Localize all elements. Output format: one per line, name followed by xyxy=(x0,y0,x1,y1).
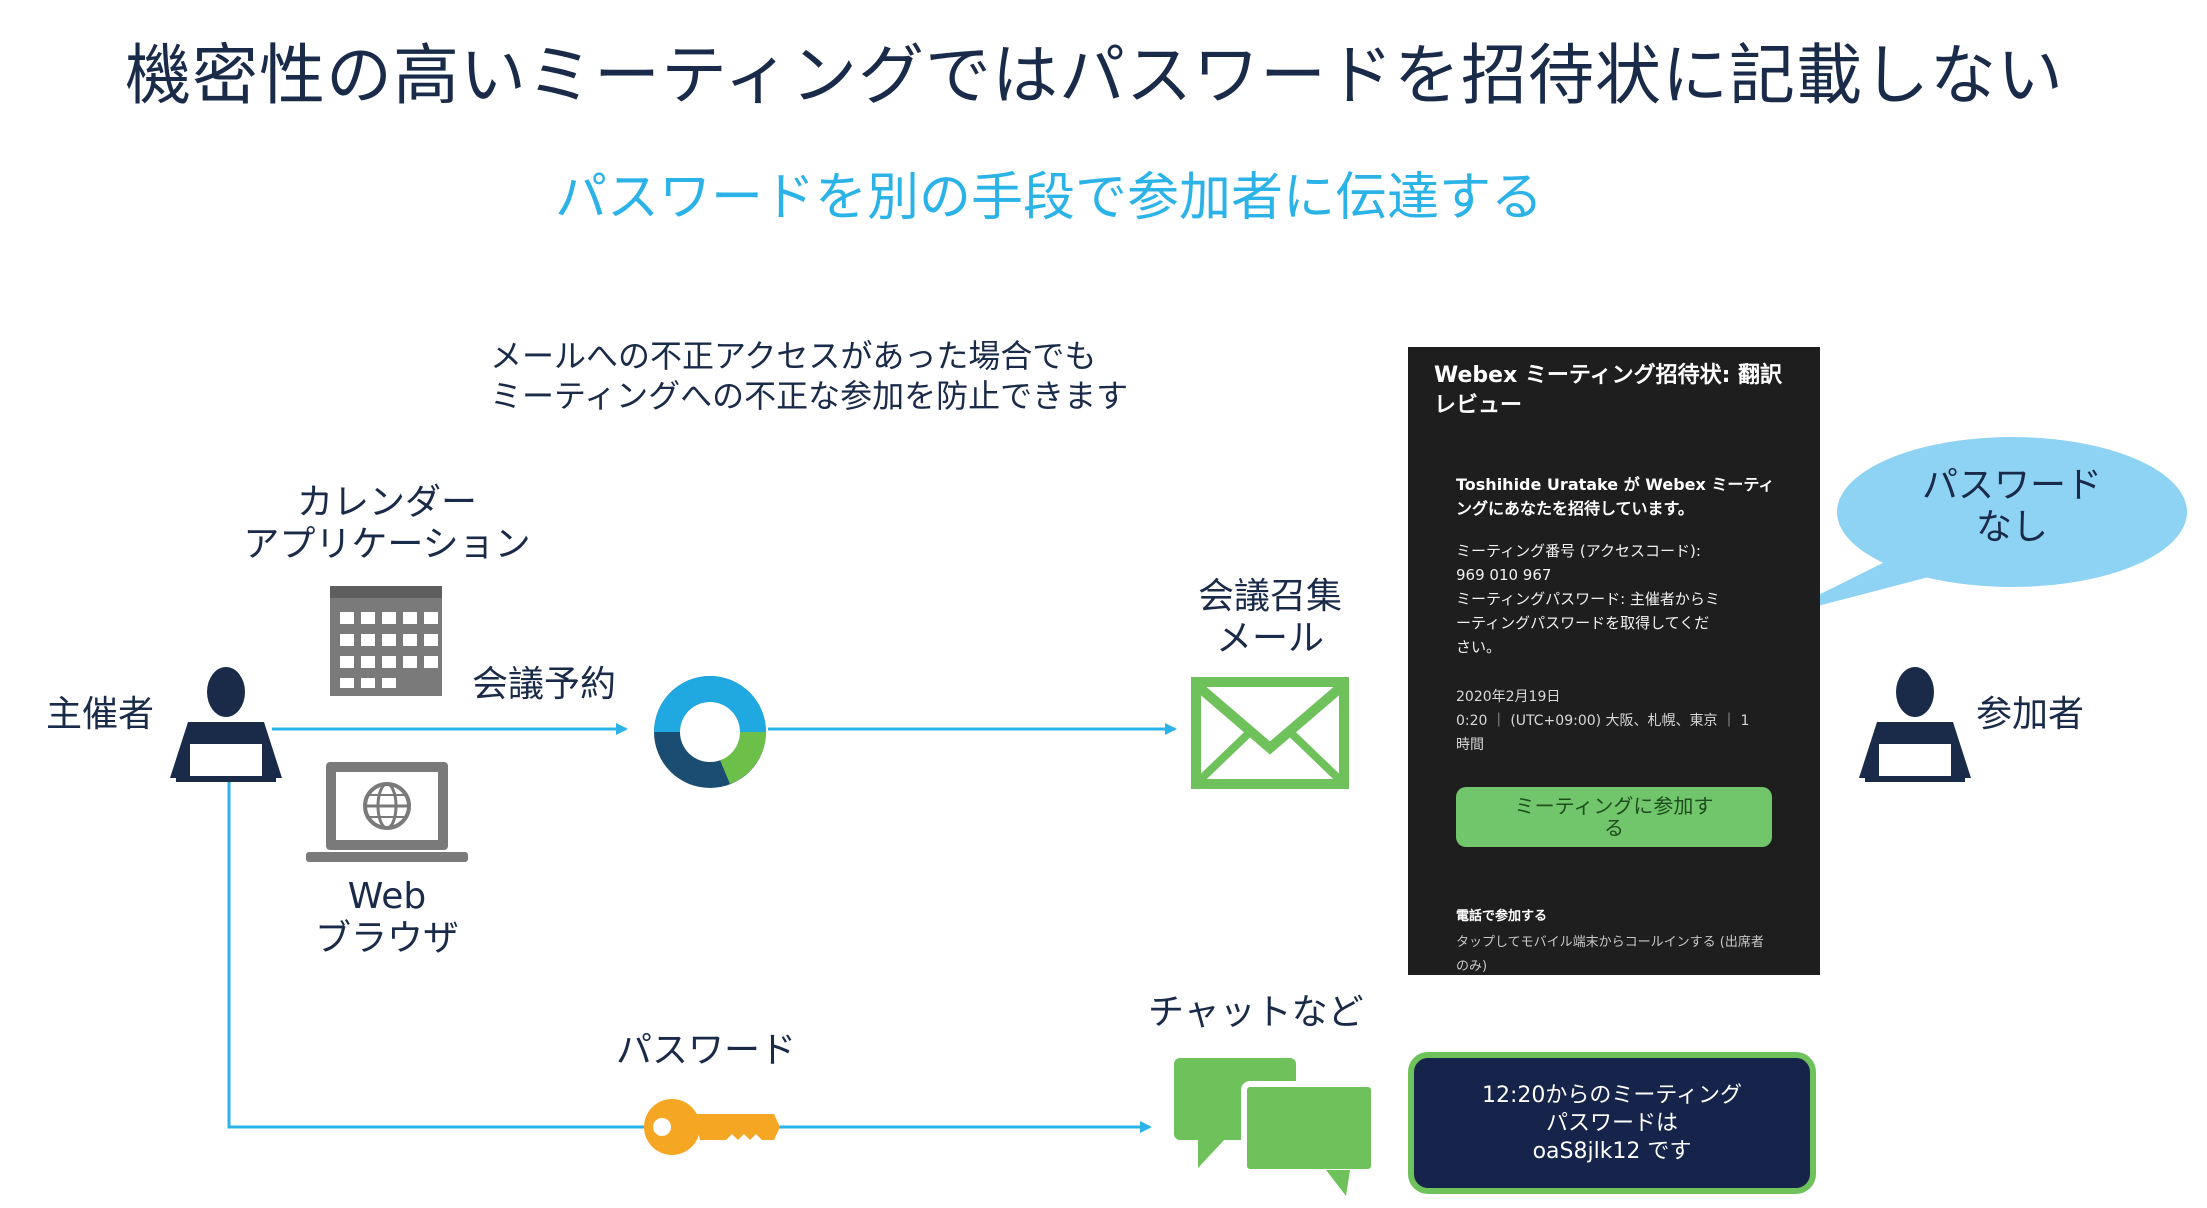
meeting-password-line: ミーティングパスワード: 主催者からミ ーティングパスワードを取得してくだ さい… xyxy=(1456,587,1792,659)
browser-label-line-1: Web xyxy=(347,876,427,917)
meeting-number: 969 010 967 xyxy=(1456,566,1552,584)
invite-mail-label-line-1: 会議召集 xyxy=(1197,576,1342,617)
note-line-2: ミーティングへの不正な参加を防止できます xyxy=(490,377,1129,415)
laptop-browser-icon xyxy=(306,762,468,862)
webex-logo-icon xyxy=(654,676,766,788)
browser-label-line-2: ブラウザ xyxy=(314,918,459,959)
meeting-number-label: ミーティング番号 (アクセスコード): xyxy=(1456,542,1701,560)
browser-label: Web ブラウザ xyxy=(262,876,512,960)
email-title-line-2: レビュー xyxy=(1434,393,1523,418)
chat-bubbles-icon xyxy=(1174,1058,1377,1196)
chat-password-message: 12:20からのミーティング パスワードは oaS8jlk12 です xyxy=(1408,1052,1816,1194)
meeting-password-line-1: ミーティングパスワード: 主催者からミ xyxy=(1456,590,1720,608)
phone-text-line-2: のみ) xyxy=(1456,959,1488,974)
password-none-text: パスワード なし xyxy=(1862,465,2162,549)
meeting-time: 0:20 ｜ (UTC+09:00) 大阪、札幌、東京 ｜ 1 xyxy=(1456,713,1750,729)
email-title: Webex ミーティング招待状: 翻訳 レビュー xyxy=(1434,361,1804,421)
chat-line-2: パスワードは xyxy=(1545,1111,1678,1136)
password-label: パスワード xyxy=(616,1030,797,1071)
meeting-duration: 時間 xyxy=(1456,737,1484,753)
chat-label: チャットなど xyxy=(1148,992,1364,1033)
organizer-label: 主催者 xyxy=(46,694,155,735)
bubble-line-1: パスワード xyxy=(1921,465,2102,506)
meeting-date: 2020年2月19日 xyxy=(1456,689,1561,705)
webex-invite-email: Webex ミーティング招待状: 翻訳 レビュー Toshihide Urata… xyxy=(1408,347,1820,975)
calendar-label: カレンダー アプリケーション xyxy=(232,482,542,566)
participant-label: 参加者 xyxy=(1976,694,2085,735)
meeting-password-line-2: ーティングパスワードを取得してくだ xyxy=(1456,614,1710,632)
bubble-line-2: なし xyxy=(1975,507,2048,548)
invite-mail-label-line-2: メール xyxy=(1215,618,1324,659)
join-meeting-button[interactable]: ミーティングに参加す る xyxy=(1456,787,1772,847)
phone-join-title: 電話で参加する xyxy=(1456,909,1548,924)
key-icon xyxy=(644,1099,780,1155)
calendar-label-line-2: アプリケーション xyxy=(243,524,531,565)
join-button-line-1: ミーティングに参加す xyxy=(1514,794,1714,818)
schedule-label: 会議予約 xyxy=(472,664,617,705)
chat-line-3: oaS8jlk12 です xyxy=(1532,1139,1692,1164)
join-button-line-2: る xyxy=(1604,816,1624,840)
arrow-organizer-to-chat xyxy=(227,782,1152,1133)
invite-mail-label: 会議召集 メール xyxy=(1170,576,1370,660)
email-title-line-1: Webex ミーティング招待状: 翻訳 xyxy=(1434,363,1783,388)
phone-join-text[interactable]: タップしてモバイル端末からコールインする (出席者 のみ) xyxy=(1456,931,1792,975)
calendar-icon xyxy=(330,586,442,696)
page-subtitle: パスワードを別の手段で参加者に伝達する xyxy=(555,168,1544,228)
email-invite-line-1: Toshihide Uratake が Webex ミーティ xyxy=(1456,475,1775,494)
calendar-label-line-1: カレンダー xyxy=(296,482,477,523)
page-title: 機密性の高いミーティングではパスワードを招待状に記載しない xyxy=(125,37,2065,114)
email-invite-text: Toshihide Uratake が Webex ミーティ ングにあなたを招待… xyxy=(1456,473,1786,521)
envelope-icon xyxy=(1191,677,1349,789)
protection-note: メールへの不正アクセスがあった場合でも ミーティングへの不正な参加を防止できます xyxy=(490,336,1128,416)
meeting-password-line-3: さい。 xyxy=(1456,638,1502,656)
phone-text-line-1: タップしてモバイル端末からコールインする (出席者 xyxy=(1456,935,1764,950)
email-invite-line-2: ングにあなたを招待しています。 xyxy=(1456,499,1694,518)
chat-line-1: 12:20からのミーティング xyxy=(1481,1083,1743,1108)
note-line-1: メールへの不正アクセスがあった場合でも xyxy=(490,337,1097,375)
